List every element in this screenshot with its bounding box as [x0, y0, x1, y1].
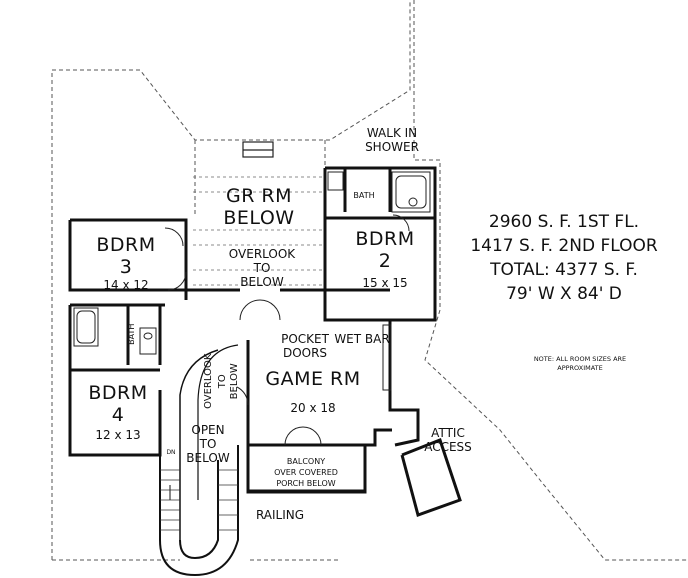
stair [159, 344, 239, 577]
overlook-top-line1: OVERLOOK [228, 247, 296, 261]
open-below-line1: OPEN [191, 423, 225, 437]
great-room-sub: BELOW [223, 207, 295, 229]
bath-top-label: BATH [353, 191, 375, 200]
fixtures [73, 171, 431, 391]
railing-label: RAILING [255, 508, 305, 522]
pocket-doors-line2: DOORS [282, 346, 328, 360]
wet-bar-label: WET BAR [334, 332, 390, 346]
overlook-top-line3: BELOW [240, 275, 284, 289]
bdrm4-size: 12 x 13 [95, 428, 141, 442]
note-line2: APPROXIMATE [557, 364, 603, 372]
room-size-note: NOTE: ALL ROOM SIZES ARE APPROXIMATE [505, 355, 655, 373]
walk-in-line2: SHOWER [365, 140, 419, 154]
doors [164, 214, 410, 446]
walls [68, 166, 462, 517]
game-room-name: GAME RM [265, 368, 361, 390]
bdrm2-name: BDRM [355, 228, 415, 250]
stair-treads [160, 469, 238, 531]
game-room-size: 20 x 18 [290, 401, 336, 415]
overlook-left-line2: TO [216, 374, 228, 389]
note-line1: NOTE: ALL ROOM SIZES ARE [533, 355, 627, 363]
open-below-line2: TO [199, 437, 217, 451]
bdrm3-name: BDRM [96, 234, 156, 256]
bdrm4-num: 4 [111, 404, 125, 426]
overlook-left-line1: OVERLOOK [202, 353, 214, 409]
square-footage-summary: 2960 S. F. 1ST FL. 1417 S. F. 2ND FLOOR … [448, 210, 680, 306]
bdrm2-size: 15 x 15 [362, 276, 408, 290]
bdrm4-name: BDRM [88, 382, 148, 404]
overlook-top-line2: TO [253, 261, 271, 275]
stats-second-floor: 1417 S. F. 2ND FLOOR [470, 236, 658, 256]
bdrm3-size: 14 x 12 [103, 278, 149, 292]
balcony-line1: BALCONY [286, 457, 326, 466]
overlook-left-line3: BELOW [228, 363, 240, 400]
balcony-line3: PORCH BELOW [276, 479, 336, 488]
bdrm2-num: 2 [378, 250, 392, 272]
bath-left-label: BATH [126, 323, 136, 345]
pocket-doors-line1: POCKET [281, 332, 329, 346]
stats-dimensions: 79' W X 84' D [506, 284, 622, 304]
bdrm3-num: 3 [119, 256, 133, 278]
stats-total: TOTAL: 4377 S. F. [490, 260, 638, 280]
open-below-line3: BELOW [186, 451, 230, 465]
great-room-lines [193, 176, 325, 286]
stair-down-label: DN [166, 449, 176, 456]
fireplace [242, 141, 274, 158]
attic-line2: ACCESS [424, 440, 472, 454]
walk-in-line1: WALK IN [366, 126, 418, 140]
great-room-name: GR RM [225, 185, 293, 207]
balcony-line2: OVER COVERED [274, 468, 338, 477]
attic-line1: ATTIC [431, 426, 465, 440]
stats-first-floor: 2960 S. F. 1ST FL. [488, 212, 640, 232]
